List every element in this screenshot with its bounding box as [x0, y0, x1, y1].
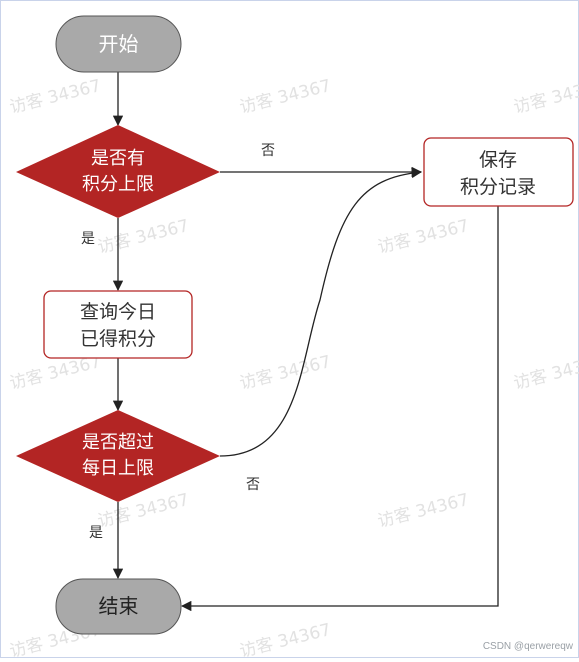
decision1-label-line1: 是否有 [91, 148, 145, 169]
save-process [423, 137, 574, 207]
start-label: 开始 [99, 32, 139, 56]
decision1-no-label: 否 [261, 143, 275, 159]
query-process [43, 290, 193, 359]
save-label-line1: 保存 [479, 149, 517, 171]
credit-text: CSDN @qerwereqw [482, 641, 573, 652]
end-terminal [55, 578, 182, 635]
decision2-yes-label: 是 [89, 525, 103, 541]
save-label-line2: 积分记录 [460, 176, 536, 198]
end-label: 结束 [99, 594, 139, 618]
query-label-line1: 查询今日 [80, 301, 156, 323]
query-label-line2: 已得积分 [80, 328, 156, 350]
arrow-decision2-no-to-save [219, 167, 423, 457]
decision2-diamond [16, 410, 220, 502]
decision1-label-line2: 积分上限 [82, 174, 154, 195]
decision2-label-line1: 是否超过 [82, 432, 154, 453]
decision2-label-line2: 每日上限 [82, 458, 154, 479]
start-terminal [55, 15, 182, 73]
decision1-yes-label: 是 [81, 231, 95, 247]
decision2-no-label: 否 [246, 477, 260, 493]
arrow-save-to-end [180, 206, 499, 612]
decision1-diamond [16, 125, 220, 218]
